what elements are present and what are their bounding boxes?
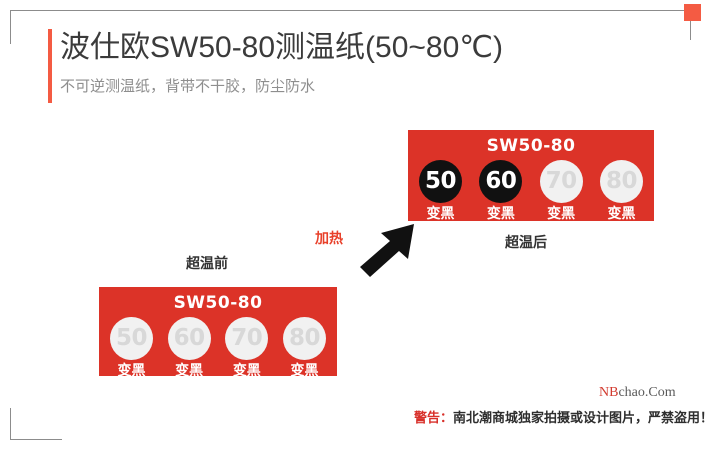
temperature-dot: 80: [599, 160, 643, 203]
temperature-dot: 70: [225, 317, 269, 360]
header-accent-bar: [48, 29, 52, 103]
sticker-before-overtemp: SW50-80 50 变黑 60 变黑 70 变黑 80 变黑: [99, 287, 337, 379]
frame-line-left: [10, 10, 11, 44]
temperature-cell-label: 变黑: [175, 362, 204, 378]
sticker-after-cells: 50 变黑 60 变黑 70 变黑 80 变黑: [414, 160, 648, 222]
frame-line-top: [10, 10, 690, 11]
temperature-cell: 80 变黑: [278, 317, 331, 379]
temperature-dot: 50: [110, 317, 153, 360]
temperature-cell: 60 变黑: [474, 160, 527, 222]
watermark-brand-prefix: NB: [599, 385, 619, 400]
temperature-cell-label: 变黑: [607, 205, 636, 221]
frame-line-bottom-left: [10, 408, 11, 440]
temperature-dot: 70: [539, 160, 583, 203]
caption-after-overtemp: 超温后: [505, 234, 547, 250]
temperature-cell-label: 变黑: [426, 205, 455, 221]
frame-line-right: [690, 10, 691, 40]
watermark: NBchao.Com: [599, 385, 676, 401]
temperature-cell: 60 变黑: [163, 317, 216, 379]
temperature-cell: 50 变黑: [105, 317, 158, 379]
temperature-cell-label: 变黑: [547, 205, 576, 221]
temperature-dot: 60: [479, 160, 523, 203]
temperature-dot: 50: [419, 160, 462, 203]
temperature-cell-label: 变黑: [117, 362, 146, 378]
sticker-after-brand: SW50-80: [486, 136, 576, 156]
temperature-cell-label: 变黑: [232, 362, 261, 378]
page-title: 波仕欧SW50-80测温纸(50~80℃): [60, 31, 503, 64]
sticker-before-brand: SW50-80: [173, 293, 263, 313]
temperature-cell: 50 变黑: [414, 160, 467, 222]
page-subtitle: 不可逆测温纸，背带不干胶，防尘防水: [60, 78, 316, 95]
temperature-cell: 70 变黑: [220, 317, 273, 379]
temperature-dot: 60: [167, 317, 211, 360]
temperature-cell: 80 变黑: [595, 160, 648, 222]
sticker-after-overtemp: SW50-80 50 变黑 60 变黑 70 变黑 80 变黑: [408, 130, 654, 221]
watermark-brand-suffix: chao.Com: [618, 385, 676, 400]
arrow-up-right-icon: [360, 224, 414, 277]
temperature-cell-label: 变黑: [486, 205, 515, 221]
caption-heating: 加热: [315, 230, 343, 246]
temperature-cell-label: 变黑: [290, 362, 319, 378]
corner-square-decoration: [684, 4, 701, 21]
copyright-warning: 警告：南北潮商城独家拍摄或设计图片，严禁盗用！: [414, 407, 713, 426]
caption-before-overtemp: 超温前: [186, 255, 228, 271]
temperature-cell: 70 变黑: [535, 160, 588, 222]
frame-line-bottom: [10, 439, 62, 440]
warning-text: 南北潮商城独家拍摄或设计图片，严禁盗用！: [453, 410, 714, 425]
temperature-dot: 80: [282, 317, 326, 360]
warning-tag: 警告：: [414, 410, 454, 425]
sticker-before-cells: 50 变黑 60 变黑 70 变黑 80 变黑: [105, 317, 331, 379]
